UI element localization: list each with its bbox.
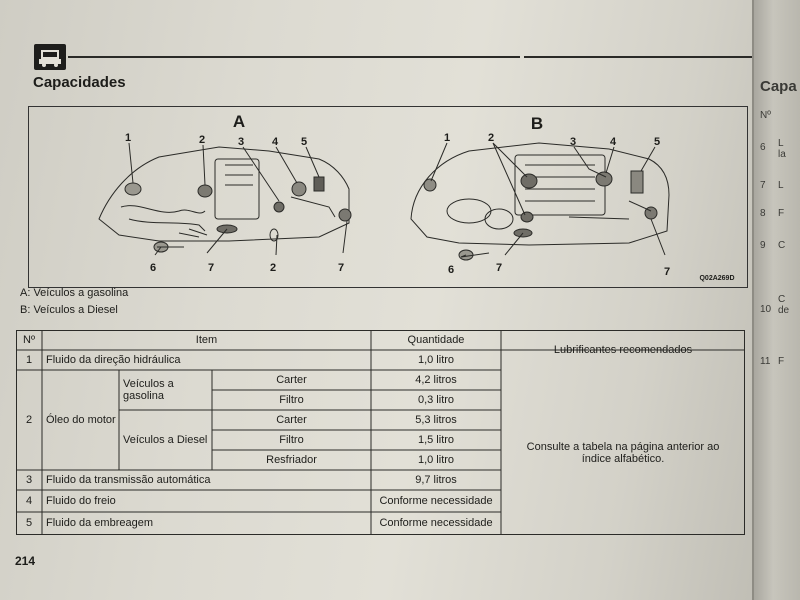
header-rule xyxy=(68,56,520,58)
subitem-quantity: 4,2 litros xyxy=(415,374,457,386)
header-number: Nº xyxy=(23,334,35,346)
subitem-quantity: 1,0 litro xyxy=(417,454,455,466)
callout-label: 5 xyxy=(301,136,307,148)
subitem-label: Filtro xyxy=(279,434,304,446)
next-page-header: Nº xyxy=(760,110,771,121)
engine-b-label: B xyxy=(531,114,543,133)
row-quantity: Conforme necessidade xyxy=(379,495,493,507)
next-page-row: 8 xyxy=(760,208,766,219)
subitem-quantity: 5,3 litros xyxy=(415,414,457,426)
row-quantity: 9,7 litros xyxy=(415,474,457,486)
next-page-row: 11 xyxy=(760,356,771,367)
row-item: Fluido do freio xyxy=(46,495,116,507)
row-number: 1 xyxy=(25,354,33,366)
row-item: Óleo do motor xyxy=(46,414,116,426)
subitem-label: Resfriador xyxy=(266,454,317,466)
subgroup-label: Veículos a gasolina xyxy=(123,378,174,402)
callout-label: 3 xyxy=(238,136,244,148)
next-page-row: 9 xyxy=(760,240,766,251)
callout-label: 6 xyxy=(448,264,454,276)
next-page-row: 6 xyxy=(760,142,766,153)
next-page-row-text: L la xyxy=(778,138,786,160)
next-page-row: 7 xyxy=(760,180,766,191)
row-quantity: Conforme necessidade xyxy=(379,517,493,529)
row-item: Fluido da transmissão automática xyxy=(46,474,211,486)
row-item: Fluido da embreagem xyxy=(46,517,154,529)
row-number: 2 xyxy=(25,414,33,426)
engine-a-label: A xyxy=(233,112,245,131)
next-page-row-text: F xyxy=(778,356,785,367)
callout-label: 7 xyxy=(208,262,214,274)
next-page-row-text: L xyxy=(778,180,784,191)
callout-label: 7 xyxy=(338,262,344,274)
next-page-row: 10 xyxy=(760,304,772,315)
callout-label: 2 xyxy=(488,132,494,144)
row-number: 3 xyxy=(25,474,33,486)
subgroup-label: Veículos a Diesel xyxy=(123,434,208,446)
manual-page: Capacidades xyxy=(0,0,780,600)
engine-diagram: A B 1 2 3 4 5 6 7 2 7 1 2 3 4 5 6 7 7 Q0… xyxy=(28,106,748,288)
row-quantity: 1,0 litro xyxy=(417,354,455,366)
callout-label: 4 xyxy=(272,136,279,148)
page-number: 214 xyxy=(15,554,36,568)
next-page-title: Capa xyxy=(760,78,797,95)
callout-label: 7 xyxy=(664,266,670,278)
callout-label: 1 xyxy=(444,132,450,144)
header-rule-right xyxy=(524,56,752,58)
header-lubricants: Lubrificantes recomendados xyxy=(553,344,693,356)
header-quantity: Quantidade xyxy=(407,334,465,346)
legend-diesel: B: Veículos a Diesel xyxy=(20,304,118,316)
row-item: Fluido da direção hidráulica xyxy=(46,354,181,366)
row-number: 5 xyxy=(25,517,33,529)
next-page-row-text: C xyxy=(778,240,786,251)
callout-label: 2 xyxy=(199,134,205,146)
callout-label: 2 xyxy=(270,262,276,274)
callout-label: 5 xyxy=(654,136,660,148)
callout-label: 4 xyxy=(610,136,617,148)
lubricants-note: Consulte a tabela na página anterior ao … xyxy=(526,440,720,465)
next-page-edge: Capa Nº 6 L la 7 L 8 F 9 C 10 C de 11 F xyxy=(752,0,800,600)
callout-label: 3 xyxy=(570,136,576,148)
callout-label: 1 xyxy=(125,132,131,144)
car-icon xyxy=(34,44,66,70)
row-number: 4 xyxy=(25,495,33,507)
subitem-quantity: 1,5 litro xyxy=(417,434,455,446)
figure-code: Q02A269D xyxy=(699,275,734,282)
callout-label: 6 xyxy=(150,262,156,274)
callout-label: 7 xyxy=(496,262,502,274)
next-page-row-text: F xyxy=(778,208,785,219)
subitem-label: Carter xyxy=(276,414,307,426)
capacities-table: Nº Item Quantidade Lubrificantes recomen… xyxy=(16,330,745,535)
legend-gasoline: A: Veículos a gasolina xyxy=(20,287,129,299)
next-page-row-text: C de xyxy=(778,294,790,316)
page-title: Capacidades xyxy=(33,74,126,91)
header-item: Item xyxy=(195,334,218,346)
subitem-label: Filtro xyxy=(279,394,304,406)
subitem-label: Carter xyxy=(276,374,307,386)
subitem-quantity: 0,3 litro xyxy=(417,394,455,406)
